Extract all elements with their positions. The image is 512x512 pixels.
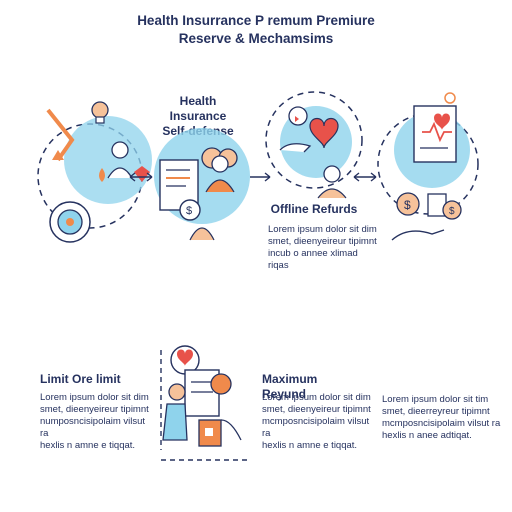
- step-3-text: Lorem ipsum dolor sit dim smet, dieenyei…: [268, 224, 377, 271]
- lower-2-heading: Maximum Reyund: [262, 372, 318, 401]
- arrow-2-3-icon: [250, 172, 271, 182]
- title-line-1: Health Insurrance P remum Premiure: [137, 13, 375, 28]
- lower-3-text: Lorem ipsum dolor sit tim smet, dieerrey…: [382, 394, 501, 441]
- lower-2-text: Lorem ipsum dolor sit dim smet, dieenyei…: [262, 392, 371, 451]
- arrow-1-2-icon: [129, 172, 153, 182]
- title-line-2: Reserve & Mechamsims: [178, 31, 334, 46]
- svg-text:$: $: [449, 206, 455, 217]
- self-defense-document-icon: $: [154, 128, 250, 241]
- reserve-money-clipboard-icon: $ $: [377, 92, 479, 241]
- offline-refunds-heart-icon: [265, 91, 363, 199]
- arrow-3-4-icon: [353, 172, 377, 182]
- lower-1-heading: Limit Ore limit: [40, 372, 121, 386]
- svg-text:$: $: [186, 205, 192, 217]
- svg-text:$: $: [404, 198, 411, 212]
- step-3-heading: Offline Refurds: [270, 202, 358, 216]
- process-gear-circle-icon: [37, 101, 152, 243]
- claim-people-document-icon: [160, 345, 247, 461]
- lower-1-text: Lorem ipsum dolor sit dim smet, dieenyei…: [40, 392, 149, 451]
- diagram-title: Health Insurrance P remum Premiure Reser…: [0, 12, 512, 48]
